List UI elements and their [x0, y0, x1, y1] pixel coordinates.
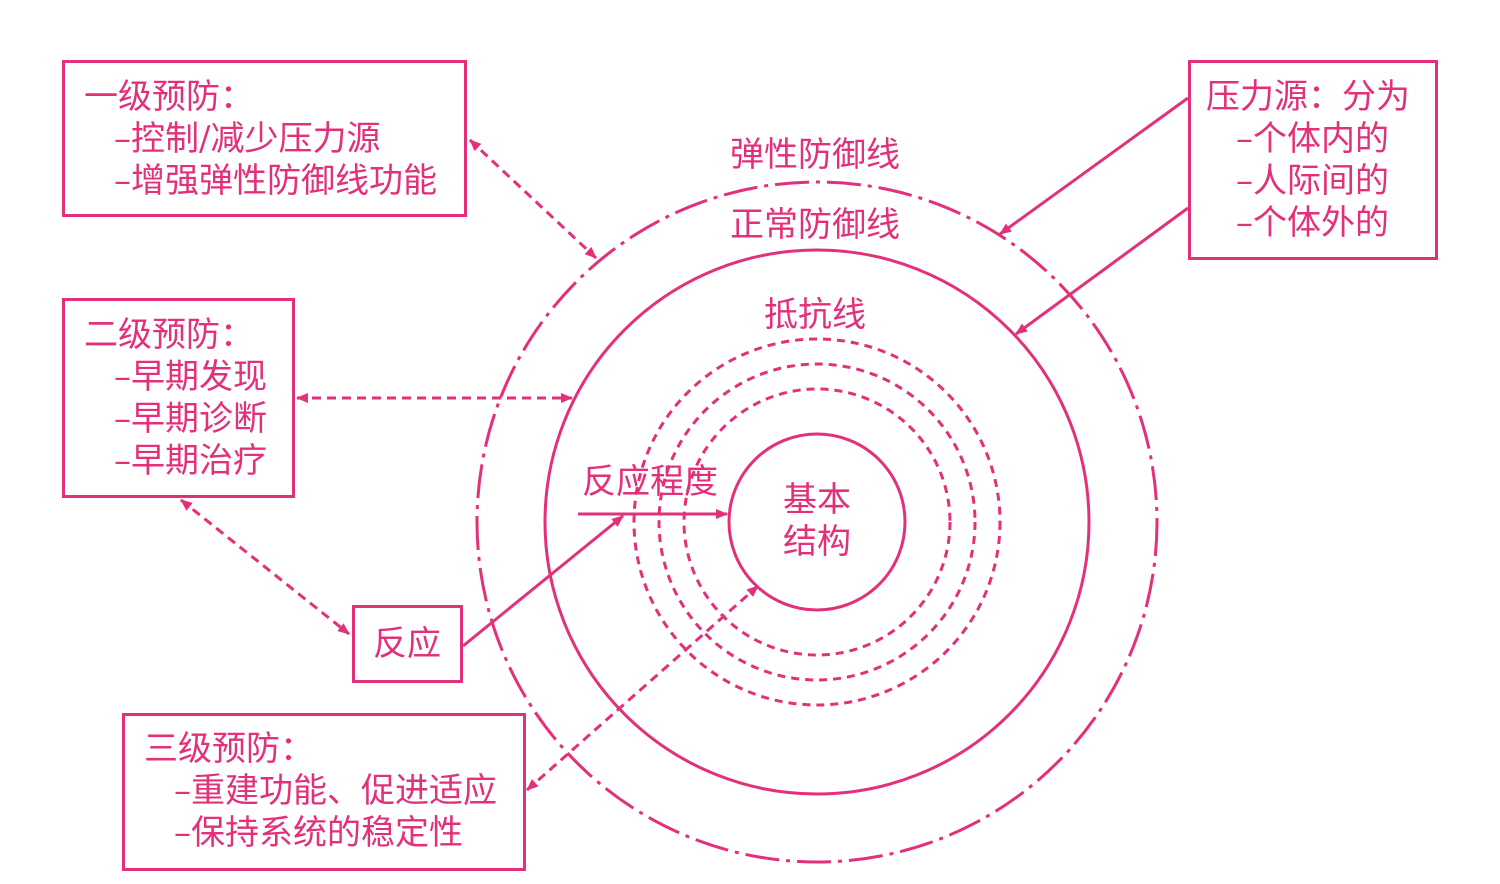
secondary-prevention-box — [62, 298, 295, 498]
primary-prevention-box — [62, 60, 467, 217]
stressors-box — [1188, 60, 1438, 260]
tertiary-prevention-arrow — [526, 584, 759, 792]
secondary-prevention-item: –早期发现 — [114, 357, 267, 397]
secondary-prevention-item: –早期诊断 — [114, 399, 267, 439]
flexible-defense-line-circle — [475, 180, 1159, 864]
basic-structure-label: 结构 — [783, 522, 851, 562]
primary-prevention-title: 一级预防： — [84, 77, 254, 117]
basic-structure-label: 基本 — [783, 480, 851, 520]
normal-defense-line-label: 正常防御线 — [730, 205, 900, 245]
stressors-item: –个体外的 — [1236, 203, 1389, 243]
tertiary-prevention-item: –保持系统的稳定性 — [174, 813, 463, 853]
resistance-lines-label: 抵抗线 — [764, 295, 866, 335]
primary-prevention-item: –增强弹性防御线功能 — [114, 161, 437, 201]
reaction-box — [352, 605, 463, 683]
normal-defense-line-circle — [543, 248, 1091, 796]
resistance-line-circle-inner — [682, 387, 952, 657]
tertiary-prevention-box — [122, 713, 526, 871]
tertiary-prevention-item: –重建功能、促进适应 — [174, 771, 497, 811]
flexible-defense-line-label: 弹性防御线 — [730, 135, 900, 175]
primary-prevention-arrow — [468, 138, 598, 260]
secondary-prevention-item: –早期治疗 — [114, 441, 267, 481]
stressor-arrow-normal — [1015, 206, 1189, 336]
stressor-arrow-flexible — [999, 96, 1189, 236]
tertiary-prevention-title: 三级预防： — [144, 729, 314, 769]
reaction-to-core-arrow — [462, 514, 624, 648]
primary-prevention-item: –控制/减少压力源 — [114, 119, 381, 159]
resistance-line-circle-outer — [632, 337, 1002, 707]
reaction-label: 反应 — [373, 624, 441, 664]
stressors-title: 压力源：分为 — [1206, 77, 1410, 117]
reaction-degree-label: 反应程度 — [582, 462, 718, 502]
stressors-item: –人际间的 — [1236, 161, 1389, 201]
resistance-line-circle-middle — [657, 362, 977, 682]
basic-structure-circle — [727, 432, 907, 612]
secondary-prevention-title: 二级预防： — [84, 315, 254, 355]
secondary-to-reaction-arrow — [180, 498, 350, 636]
stressors-item: –个体内的 — [1236, 119, 1389, 159]
